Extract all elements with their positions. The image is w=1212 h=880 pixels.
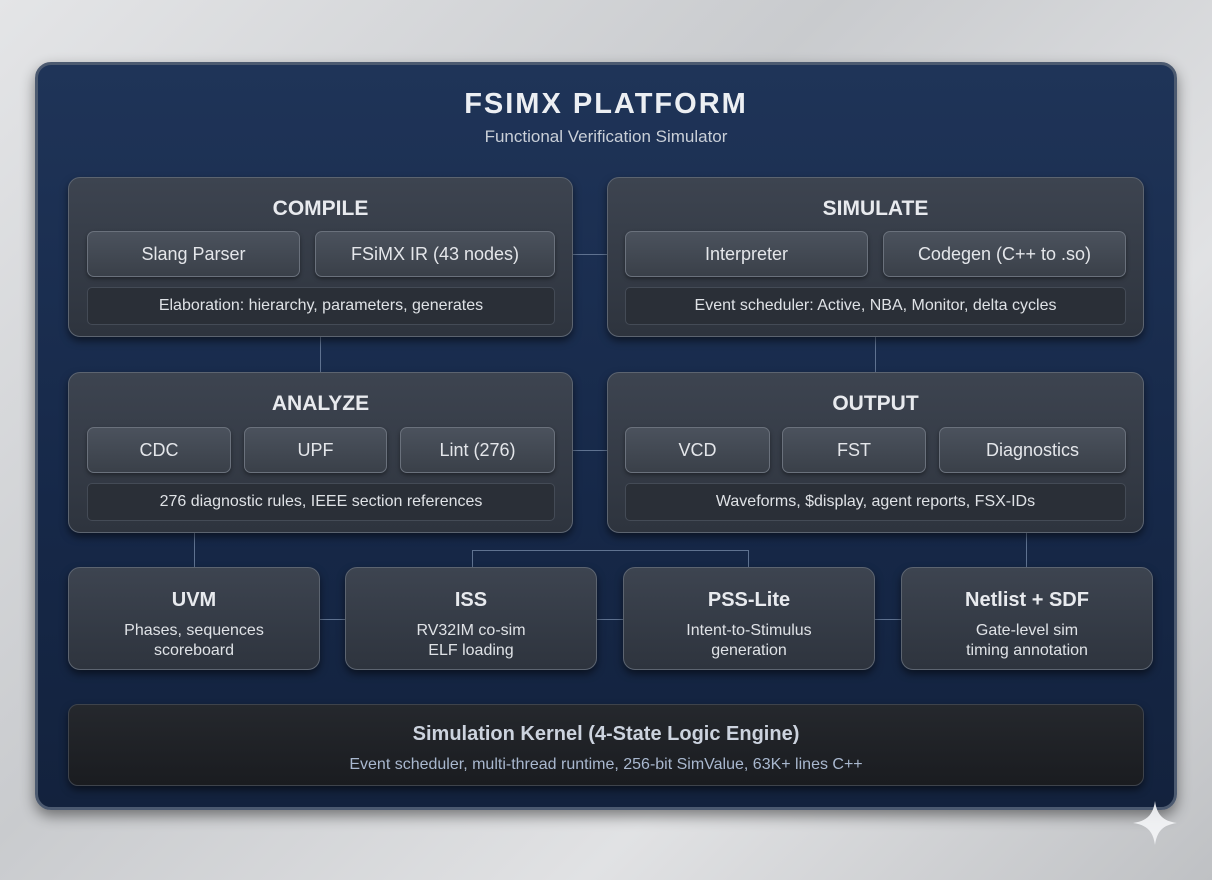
module-desc: scoreboard xyxy=(153,642,235,659)
kernel-detail: Event scheduler, multi-thread runtime, 2… xyxy=(349,756,863,773)
output-title: OUTPUT xyxy=(832,392,919,415)
page-title: FSIMX PLATFORM xyxy=(464,88,748,120)
module-desc: Intent-to-Stimulus xyxy=(686,622,812,639)
connector xyxy=(320,337,321,372)
module-title: PSS-Lite xyxy=(707,589,791,611)
module-desc: RV32IM co-sim xyxy=(416,622,526,639)
module-desc: timing annotation xyxy=(966,642,1088,659)
kernel-title: Simulation Kernel (4-State Logic Engine) xyxy=(412,723,800,745)
connector xyxy=(597,619,623,620)
simulate-detail: Event scheduler: Active, NBA, Monitor, d… xyxy=(625,287,1126,325)
netlist-sdf-module[interactable]: Netlist + SDF Gate-level sim timing anno… xyxy=(901,567,1153,670)
connector xyxy=(573,450,607,451)
module-desc: Gate-level sim xyxy=(975,622,1079,639)
connector xyxy=(875,619,901,620)
connector xyxy=(1026,533,1027,567)
diagnostics-block[interactable]: Diagnostics xyxy=(939,427,1126,473)
page-subtitle: Functional Verification Simulator xyxy=(484,127,728,146)
compile-title: COMPILE xyxy=(272,197,369,220)
simulation-kernel: Simulation Kernel (4-State Logic Engine)… xyxy=(68,704,1144,786)
cdc-block[interactable]: CDC xyxy=(87,427,231,473)
connector xyxy=(875,337,876,372)
iss-module[interactable]: ISS RV32IM co-sim ELF loading xyxy=(345,567,597,670)
connector xyxy=(194,533,195,567)
interpreter-block[interactable]: Interpreter xyxy=(625,231,868,277)
uvm-module[interactable]: UVM Phases, sequences scoreboard xyxy=(68,567,320,670)
slang-parser-block[interactable]: Slang Parser xyxy=(87,231,300,277)
vcd-block[interactable]: VCD xyxy=(625,427,770,473)
upf-block[interactable]: UPF xyxy=(244,427,387,473)
module-title: UVM xyxy=(171,589,217,611)
connector xyxy=(472,550,749,567)
sparkle-icon xyxy=(1133,801,1177,845)
simulate-title: SIMULATE xyxy=(822,197,929,220)
analyze-title: ANALYZE xyxy=(271,392,370,415)
module-desc: Phases, sequences xyxy=(124,622,264,639)
connector xyxy=(320,619,345,620)
module-desc: generation xyxy=(711,642,787,659)
pss-lite-module[interactable]: PSS-Lite Intent-to-Stimulus generation xyxy=(623,567,875,670)
analyze-detail: 276 diagnostic rules, IEEE section refer… xyxy=(87,483,555,521)
module-title: Netlist + SDF xyxy=(965,589,1089,611)
module-desc: ELF loading xyxy=(428,642,514,659)
lint-block[interactable]: Lint (276) xyxy=(400,427,555,473)
fsimx-ir-block[interactable]: FSiMX IR (43 nodes) xyxy=(315,231,555,277)
module-title: ISS xyxy=(454,589,488,611)
compile-detail: Elaboration: hierarchy, parameters, gene… xyxy=(87,287,555,325)
output-detail: Waveforms, $display, agent reports, FSX-… xyxy=(625,483,1126,521)
connector xyxy=(573,254,607,255)
fst-block[interactable]: FST xyxy=(782,427,926,473)
codegen-block[interactable]: Codegen (C++ to .so) xyxy=(883,231,1126,277)
